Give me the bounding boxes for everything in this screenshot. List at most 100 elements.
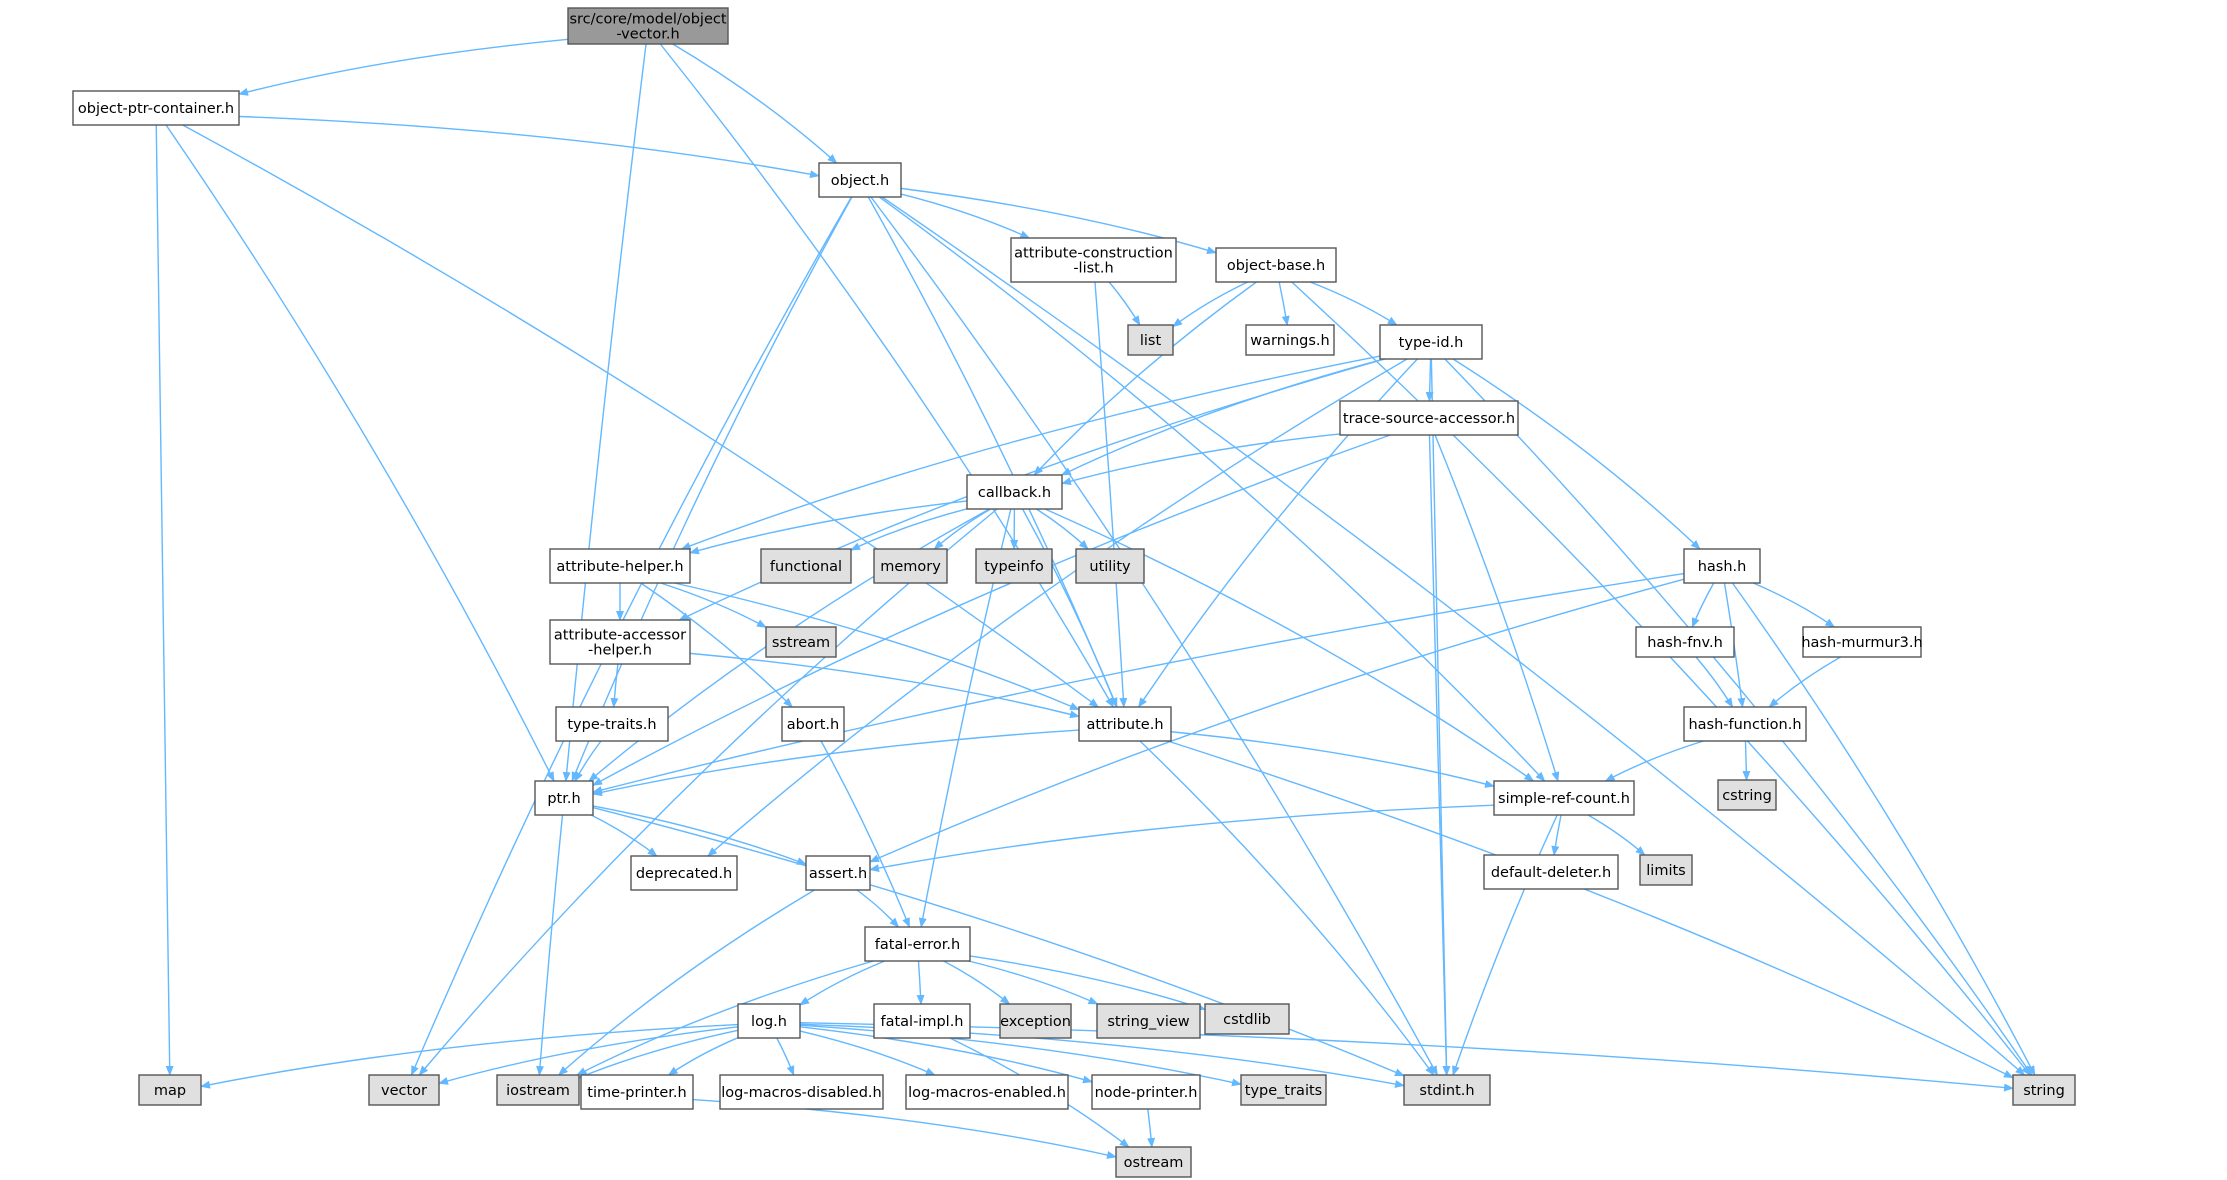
node-object-ptr-container[interactable]: object-ptr-container.h <box>72 90 240 126</box>
node-type-id[interactable]: type-id.h <box>1379 324 1483 360</box>
node-label: -list.h <box>1073 261 1113 277</box>
node-object-base[interactable]: object-base.h <box>1215 247 1337 283</box>
node-hash-fnv[interactable]: hash-fnv.h <box>1635 626 1735 658</box>
node-ptr[interactable]: ptr.h <box>534 780 594 816</box>
node-box <box>549 619 691 665</box>
node-label: attribute-construction <box>1014 246 1173 262</box>
edge-callback-to-functional <box>850 508 968 551</box>
node-callback[interactable]: callback.h <box>966 474 1063 510</box>
node-warnings[interactable]: warnings.h <box>1245 324 1335 356</box>
node-box <box>737 1003 801 1039</box>
node-box <box>760 548 852 584</box>
edge-root-to-object <box>672 43 838 164</box>
edge-callback-to-attribute <box>1021 508 1118 708</box>
node-box <box>368 1074 440 1106</box>
node-box <box>1717 779 1777 811</box>
node-memory: memory <box>873 548 948 584</box>
node-box <box>781 706 845 742</box>
node-label: string_view <box>1107 1014 1189 1030</box>
node-box <box>1802 626 1922 658</box>
node-node-printer[interactable]: node-printer.h <box>1091 1074 1201 1110</box>
node-box <box>1204 1003 1290 1035</box>
node-log[interactable]: log.h <box>737 1003 801 1039</box>
node-box <box>1379 324 1483 360</box>
node-iostream: iostream <box>496 1074 580 1106</box>
node-hash[interactable]: hash.h <box>1683 548 1761 584</box>
edge-object_base-to-type_id <box>1309 281 1398 326</box>
node-box <box>1483 854 1619 890</box>
edge-object-to-simple_ref_count <box>878 196 1546 782</box>
node-box <box>72 90 240 126</box>
edge-log-to-vector <box>438 1026 739 1085</box>
node-attribute-helper[interactable]: attribute-helper.h <box>549 548 691 584</box>
node-ostream: ostream <box>1115 1146 1192 1178</box>
node-label: attribute-accessor <box>554 628 686 644</box>
node-label: iostream <box>506 1083 570 1099</box>
node-cstring: cstring <box>1717 779 1777 811</box>
node-box <box>1091 1074 1201 1110</box>
node-label: ptr.h <box>547 791 580 807</box>
node-abort[interactable]: abort.h <box>781 706 845 742</box>
edge-root-to-object_ptr_container <box>238 38 569 96</box>
node-box <box>1683 548 1761 584</box>
edge-object_ptr_container-to-object <box>238 115 820 179</box>
node-label: object-ptr-container.h <box>78 101 234 117</box>
node-label: warnings.h <box>1250 333 1329 349</box>
edge-ptr-to-assert <box>592 805 807 865</box>
node-type-traits-h[interactable]: type-traits.h <box>555 706 669 742</box>
node-label: hash-murmur3.h <box>1801 635 1922 651</box>
node-attr-accessor-helper[interactable]: attribute-accessor-helper.h <box>549 619 691 665</box>
node-box <box>630 855 738 891</box>
node-trace-source-accessor[interactable]: trace-source-accessor.h <box>1339 400 1519 436</box>
edge-trace_source_accessor-to-callback <box>1061 433 1341 486</box>
node-box <box>1339 400 1519 436</box>
node-object[interactable]: object.h <box>818 162 902 198</box>
node-list: list <box>1127 324 1174 356</box>
edge-fatal_error-to-log <box>799 960 885 1006</box>
node-box <box>534 780 594 816</box>
edge-simple_ref_count-to-default_deleter <box>1551 814 1562 856</box>
node-label: callback.h <box>978 485 1051 501</box>
edge-assert-to-fatal_error <box>856 889 900 928</box>
node-log-macros-enabled[interactable]: log-macros-enabled.h <box>905 1074 1069 1110</box>
node-label: string <box>2023 1083 2065 1099</box>
node-label: functional <box>770 559 842 575</box>
node-label: assert.h <box>809 866 867 882</box>
edge-attr_constr_list-to-attribute <box>1094 281 1128 708</box>
node-simple-ref-count[interactable]: simple-ref-count.h <box>1493 780 1635 816</box>
node-time-printer[interactable]: time-printer.h <box>580 1074 694 1110</box>
edge-hash-to-ptr <box>592 572 1685 794</box>
edge-attribute-to-simple_ref_count <box>1170 731 1495 788</box>
node-hash-function[interactable]: hash-function.h <box>1683 706 1807 742</box>
node-box <box>1403 1074 1491 1106</box>
edge-hash_murmur3-to-hash_function <box>1768 656 1841 708</box>
node-label: log-macros-enabled.h <box>908 1085 1066 1101</box>
node-log-macros-disabled[interactable]: log-macros-disabled.h <box>719 1074 884 1110</box>
node-box <box>549 548 691 584</box>
node-fatal-impl[interactable]: fatal-impl.h <box>873 1003 971 1039</box>
node-label: time-printer.h <box>587 1085 686 1101</box>
edge-fatal_error-to-cstdlib <box>969 955 1206 1011</box>
node-deprecated[interactable]: deprecated.h <box>630 855 738 891</box>
edge-fatal_error-to-iostream <box>576 960 874 1076</box>
node-attr-constr-list[interactable]: attribute-construction-list.h <box>1010 237 1177 283</box>
edge-callback-to-attribute_helper <box>689 500 968 555</box>
node-label: node-printer.h <box>1095 1085 1198 1101</box>
edge-fatal_error-to-string_view <box>968 960 1099 1005</box>
node-map: map <box>138 1074 202 1106</box>
node-label: attribute-helper.h <box>556 559 683 575</box>
node-functional: functional <box>760 548 852 584</box>
node-default-deleter[interactable]: default-deleter.h <box>1483 854 1619 890</box>
node-label: list <box>1140 333 1162 349</box>
node-stdint: stdint.h <box>1403 1074 1491 1106</box>
edge-hash_function-to-cstring <box>1742 740 1751 781</box>
edge-abort-to-fatal_error <box>820 740 911 928</box>
node-label: type-id.h <box>1399 335 1464 351</box>
node-hash-murmur3[interactable]: hash-murmur3.h <box>1801 626 1923 658</box>
edge-attribute-to-stdint <box>1139 740 1435 1076</box>
node-assert[interactable]: assert.h <box>805 855 871 891</box>
node-attribute[interactable]: attribute.h <box>1078 706 1172 742</box>
node-fatal-error[interactable]: fatal-error.h <box>864 926 971 962</box>
node-box <box>765 626 837 658</box>
node-sstream: sstream <box>765 626 837 658</box>
